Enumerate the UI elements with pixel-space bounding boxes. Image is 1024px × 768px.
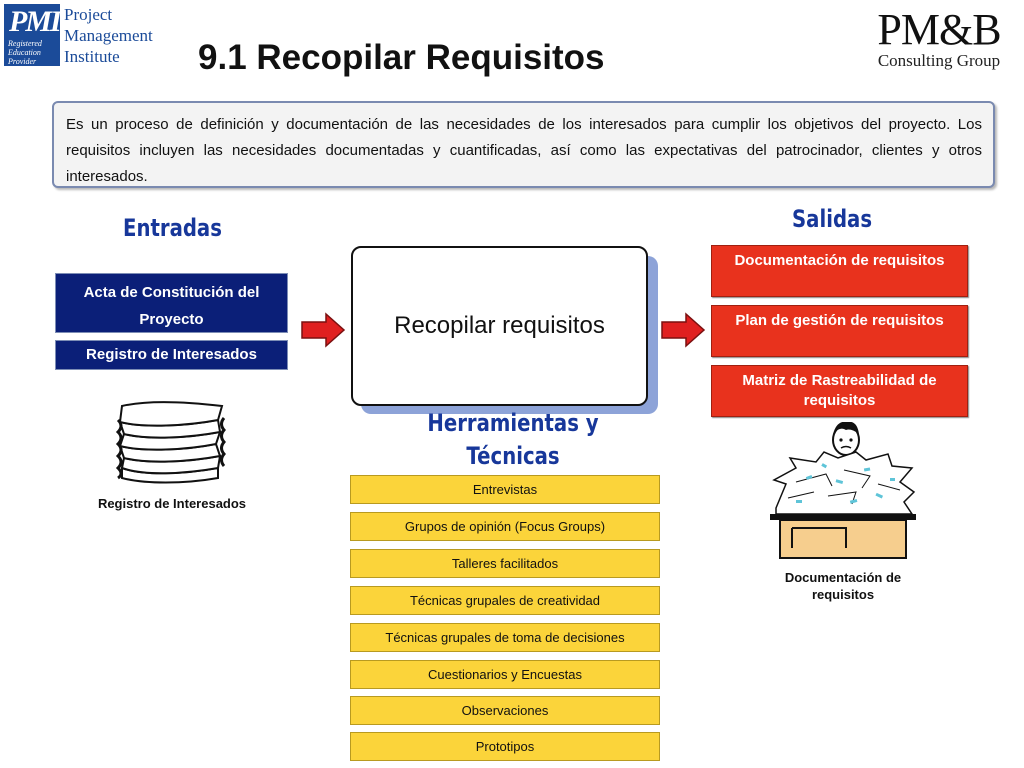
page-title: 9.1 Recopilar Requisitos <box>198 38 605 77</box>
input-box-stakeholder-register: Registro de Interesados <box>55 340 288 370</box>
paper-stack-icon <box>115 401 226 484</box>
inputs-heading: Entradas <box>123 214 222 242</box>
tools-heading: Herramientas y Técnicas <box>411 407 616 473</box>
outputs-heading: Salidas <box>792 205 873 233</box>
tool-item: Observaciones <box>350 696 660 725</box>
pmi-logo-mark: PMI Registered Education Provider <box>4 4 62 66</box>
pmi-mark-small-3: Provider <box>8 57 37 66</box>
pmi-logo: PMI Registered Education Provider Projec… <box>4 2 154 68</box>
right-arrow-icon <box>301 312 346 348</box>
pmi-mark-small-2: Education <box>8 48 41 57</box>
pmi-mark-small-1: Registered <box>8 39 42 48</box>
desk-caption-line1: Documentación de <box>784 570 902 585</box>
tool-item: Técnicas grupales de toma de decisiones <box>350 623 660 652</box>
tools-heading-line2: Técnicas <box>466 442 560 470</box>
tool-item: Entrevistas <box>350 475 660 504</box>
tool-item: Talleres facilitados <box>350 549 660 578</box>
pmb-logo: PM&B Consulting Group <box>864 8 1014 72</box>
requirements-documentation-caption: Documentación de requisitos <box>748 569 938 603</box>
pmi-word-2: Management <box>64 26 153 45</box>
tools-heading-line1: Herramientas y <box>427 409 599 437</box>
tool-item: Cuestionarios y Encuestas <box>350 660 660 689</box>
tool-item: Técnicas grupales de creatividad <box>350 586 660 615</box>
right-arrow-icon <box>661 312 706 348</box>
output-box-requirements-management-plan: Plan de gestión de requisitos <box>711 305 968 357</box>
pmi-word-1: Project <box>64 5 113 24</box>
process-label: Recopilar requisitos <box>394 312 605 339</box>
pmi-logo-words: Project Management Institute <box>64 4 153 67</box>
output-box-traceability-matrix: Matriz de Rastreabilidad de requisitos <box>711 365 968 417</box>
pmi-word-3: Institute <box>64 47 120 66</box>
tool-item: Prototipos <box>350 732 660 761</box>
tool-item: Grupos de opinión (Focus Groups) <box>350 512 660 541</box>
pmb-logo-name: PM&B <box>877 5 1001 54</box>
description-text: Es un proceso de definición y documentac… <box>66 116 982 185</box>
input-box-project-charter: Acta de Constitución del Proyecto <box>55 273 288 333</box>
desk-caption-line2: requisitos <box>811 587 875 602</box>
description-box: Es un proceso de definición y documentac… <box>52 101 995 188</box>
person-at-desk-icon <box>770 422 916 559</box>
output-box-requirements-documentation: Documentación de requisitos <box>711 245 968 297</box>
pmb-logo-subtitle: Consulting Group <box>877 51 1001 70</box>
stakeholder-register-caption: Registro de Interesados <box>97 496 247 511</box>
process-box: Recopilar requisitos <box>351 246 648 406</box>
pmi-mark-text: PMI <box>9 5 62 38</box>
